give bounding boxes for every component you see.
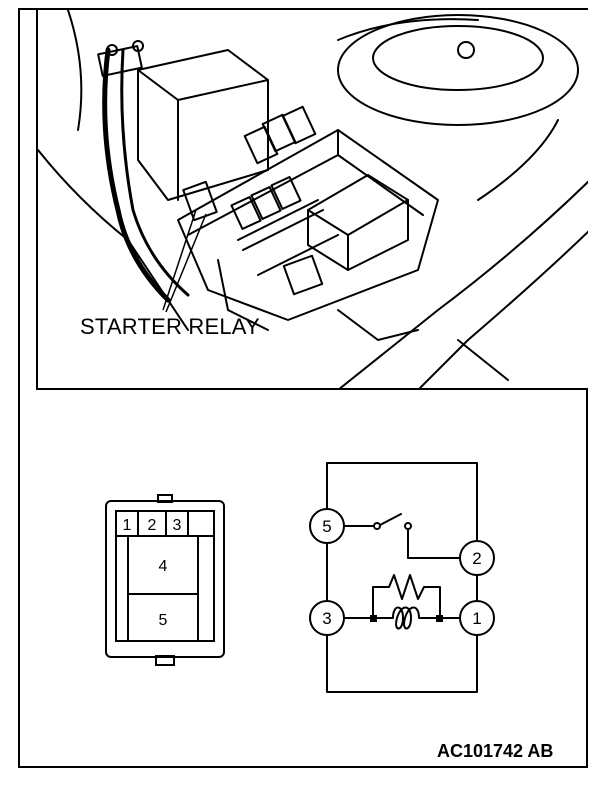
terminal-5-circle bbox=[309, 508, 345, 544]
schematic-bottom-wire bbox=[326, 635, 478, 693]
connector-pin-1: 1 bbox=[123, 517, 132, 534]
terminal-1-circle bbox=[459, 600, 495, 636]
junction-left bbox=[370, 615, 377, 622]
terminal-2-circle bbox=[459, 540, 495, 576]
connector-pin-3: 3 bbox=[173, 517, 182, 534]
starter-relay-callout: STARTER RELAY bbox=[80, 314, 260, 339]
connector-pin-4: 4 bbox=[159, 558, 168, 575]
relay-connector-diagram: 1 2 3 4 5 bbox=[105, 494, 225, 666]
terminal-5-label: 5 bbox=[322, 517, 331, 536]
round-housing bbox=[337, 14, 579, 126]
connector-pin-2: 2 bbox=[148, 517, 157, 534]
terminal-3-label: 3 bbox=[322, 609, 331, 628]
relay-schematic: 5 2 3 1 bbox=[309, 462, 495, 693]
connector-pin-5: 5 bbox=[159, 612, 168, 629]
terminal-2-label: 2 bbox=[472, 549, 481, 568]
connector-housing bbox=[105, 500, 225, 658]
engine-bay-illustration bbox=[36, 10, 588, 390]
coil-symbol bbox=[372, 606, 441, 630]
terminal-3-circle bbox=[309, 600, 345, 636]
resistor-symbol bbox=[372, 574, 441, 619]
figure-code: AC101742 AB bbox=[437, 741, 554, 761]
engine-bay-sketch bbox=[38, 10, 588, 388]
battery-box bbox=[137, 49, 269, 201]
terminal-1-label: 1 bbox=[472, 609, 481, 628]
switch-blade bbox=[379, 513, 402, 526]
schematic-top-wire bbox=[326, 462, 478, 541]
junction-right bbox=[436, 615, 443, 622]
